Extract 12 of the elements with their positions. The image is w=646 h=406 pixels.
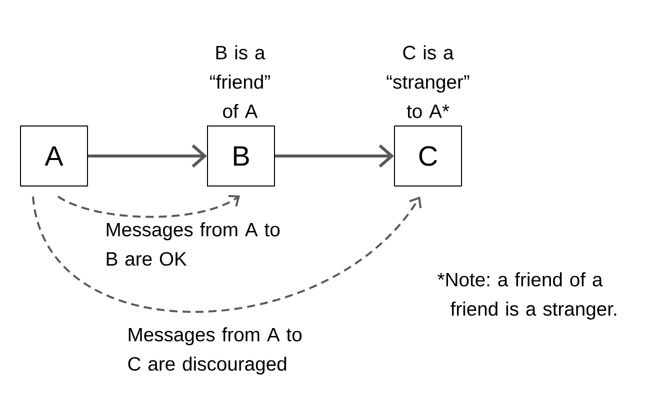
- dashed-arrow: [58, 194, 240, 218]
- arrow: [275, 144, 394, 168]
- edge-label: Messages from A to C are discouraged: [128, 327, 302, 375]
- letter-box: B: [207, 126, 275, 186]
- letter-box: C: [394, 126, 462, 186]
- node-caption: B is a “friend” of A: [210, 45, 270, 118]
- footnote-text: *Note: a friend of a friend is a stranger.: [438, 272, 616, 320]
- edge-label: Messages from A to B are OK: [106, 222, 280, 266]
- node-caption: C is a “stranger” to A*: [386, 45, 470, 118]
- arrow: [88, 144, 207, 168]
- letter-box: A: [20, 126, 88, 186]
- dashed-arrow: [32, 196, 422, 313]
